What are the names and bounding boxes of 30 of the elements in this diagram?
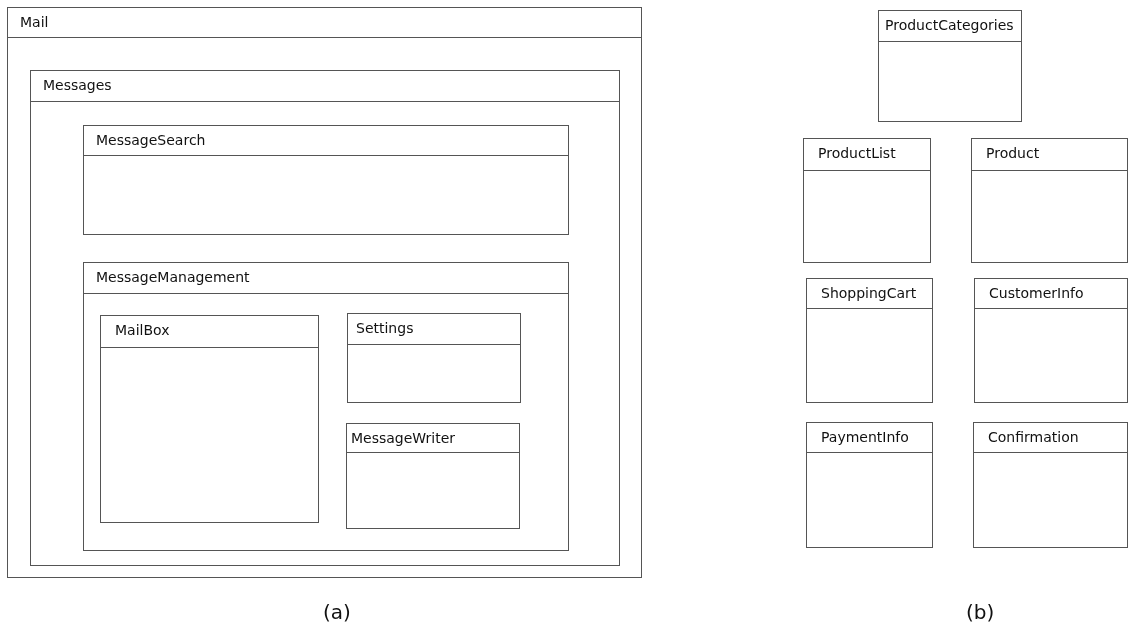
component-box — [346, 423, 520, 529]
component-title: MessageWriter — [351, 430, 456, 446]
component-title: Product — [986, 145, 1040, 161]
component-title: CustomerInfo — [989, 285, 1084, 301]
subfigure-label: (a) — [323, 600, 351, 624]
component-box — [100, 315, 319, 523]
component-box — [974, 278, 1128, 403]
component-title: PaymentInfo — [821, 429, 909, 445]
component-box — [30, 70, 620, 566]
component-title: MessageSearch — [96, 132, 206, 148]
component-title: Messages — [43, 77, 112, 93]
component-box — [806, 422, 933, 548]
component-box — [971, 138, 1128, 263]
component-box — [7, 7, 642, 578]
component-title: ShoppingCart — [821, 285, 917, 301]
component-title: ProductList — [818, 145, 896, 161]
component-title: ProductCategories — [885, 17, 1014, 33]
component-title: Confirmation — [988, 429, 1079, 445]
component-title: Mail — [20, 14, 49, 30]
component-box — [83, 125, 569, 235]
component-title: Settings — [356, 320, 414, 336]
component-box — [803, 138, 931, 263]
component-box — [973, 422, 1128, 548]
component-box — [347, 313, 521, 403]
component-box — [806, 278, 933, 403]
component-title: MailBox — [115, 322, 170, 338]
component-title: MessageManagement — [96, 269, 250, 285]
subfigure-label: (b) — [966, 600, 995, 624]
component-box — [83, 262, 569, 551]
component-box — [878, 10, 1022, 122]
